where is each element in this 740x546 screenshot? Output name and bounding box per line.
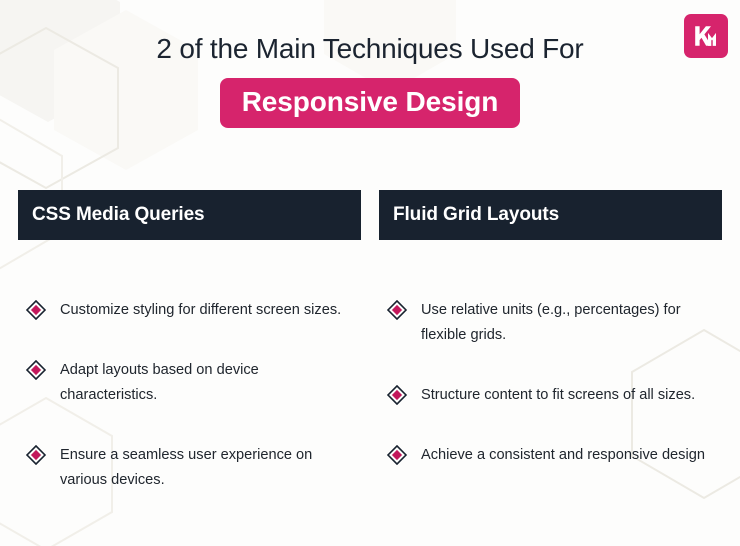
list-item-text: Adapt layouts based on device characteri…	[60, 362, 259, 403]
km-logo-icon	[695, 26, 716, 46]
column-header-left: CSS Media Queries	[18, 190, 361, 240]
km-logo	[684, 14, 728, 58]
list-item-text: Ensure a seamless user experience on var…	[60, 447, 313, 488]
diamond-bullet-icon	[26, 445, 46, 465]
column-header-right: Fluid Grid Layouts	[379, 190, 722, 240]
highlight-badge: Responsive Design	[219, 78, 521, 128]
bullet-list-left: Customize styling for different screen s…	[18, 240, 361, 493]
diamond-bullet-icon	[26, 300, 46, 320]
list-item-text: Use relative units (e.g., percentages) f…	[421, 302, 681, 343]
diamond-bullet-icon	[387, 300, 407, 320]
columns-container: CSS Media Queries Customize styling for …	[18, 190, 722, 493]
column-css-media-queries: CSS Media Queries Customize styling for …	[18, 190, 361, 493]
diamond-bullet-icon	[387, 385, 407, 405]
list-item: Adapt layouts based on device characteri…	[18, 358, 361, 408]
column-fluid-grid-layouts: Fluid Grid Layouts Use relative units (e…	[379, 190, 722, 493]
list-item: Achieve a consistent and responsive desi…	[379, 443, 722, 468]
list-item-text: Achieve a consistent and responsive desi…	[421, 447, 705, 463]
title-badge-wrapper: Responsive Design	[0, 78, 740, 128]
list-item-text: Customize styling for different screen s…	[60, 302, 342, 318]
page-title: 2 of the Main Techniques Used For	[156, 33, 584, 64]
column-heading-right: Fluid Grid Layouts	[393, 204, 560, 225]
list-item: Ensure a seamless user experience on var…	[18, 443, 361, 493]
list-item: Use relative units (e.g., percentages) f…	[379, 298, 722, 348]
list-item: Structure content to fit screens of all …	[379, 383, 722, 408]
diamond-bullet-icon	[26, 360, 46, 380]
bullet-list-right: Use relative units (e.g., percentages) f…	[379, 240, 722, 468]
list-item-text: Structure content to fit screens of all …	[421, 387, 696, 403]
list-item: Customize styling for different screen s…	[18, 298, 361, 323]
diamond-bullet-icon	[387, 445, 407, 465]
column-heading-left: CSS Media Queries	[32, 204, 205, 225]
